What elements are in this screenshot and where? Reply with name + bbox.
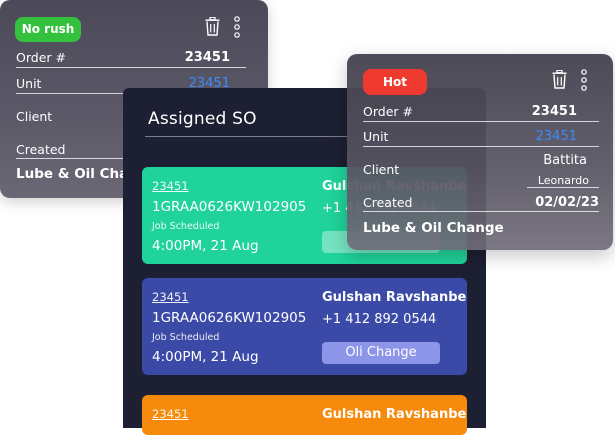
divider	[527, 187, 599, 188]
job-status: Job Scheduled	[152, 221, 220, 232]
customer-phone: +1 412 892 0544	[322, 312, 437, 327]
trash-icon[interactable]	[552, 70, 567, 89]
service-name: Lube & Oil Change	[363, 220, 504, 236]
customer-name: Gulshan Ravshanbek	[322, 407, 467, 422]
order-label: Order #	[363, 104, 413, 119]
vin: 1GRAA0626KW102905	[152, 310, 307, 326]
more-vertical-icon[interactable]	[234, 16, 240, 38]
priority-badge: Hot	[363, 69, 427, 95]
so-number-link[interactable]: 23451	[152, 407, 189, 421]
created-label: Created	[363, 195, 413, 210]
so-card[interactable]: 23451 1GRAA0626KW102905 Job Scheduled 4:…	[142, 278, 467, 375]
divider	[363, 146, 599, 147]
divider	[16, 67, 246, 68]
so-number-link[interactable]: 23451	[152, 179, 189, 193]
so-card[interactable]: 23451 Gulshan Ravshanbek	[142, 395, 467, 435]
client-last-name: Leonardo	[537, 174, 589, 187]
unit-label: Unit	[363, 129, 389, 144]
unit-link[interactable]: 23451	[188, 76, 230, 91]
vin: 1GRAA0626KW102905	[152, 199, 307, 215]
created-label: Created	[16, 142, 66, 157]
service-name: Lube & Oil Change	[16, 166, 157, 182]
trash-icon[interactable]	[205, 17, 220, 36]
client-label: Client	[363, 162, 400, 177]
so-number-link[interactable]: 23451	[152, 290, 189, 304]
created-date: 02/02/23	[535, 195, 599, 210]
priority-badge: No rush	[15, 17, 81, 42]
order-value: 23451	[531, 104, 577, 119]
order-label: Order #	[16, 50, 66, 65]
more-vertical-icon[interactable]	[581, 69, 587, 91]
unit-link[interactable]: 23451	[535, 129, 577, 144]
job-status: Job Scheduled	[152, 332, 220, 343]
scheduled-time: 4:00PM, 21 Aug	[152, 349, 259, 365]
divider	[145, 136, 355, 137]
scheduled-time: 4:00PM, 21 Aug	[152, 238, 259, 254]
divider	[363, 121, 599, 122]
client-first-name: Battita	[543, 153, 587, 168]
order-card-hot[interactable]: Hot Order # 23451 Unit 23451 Client Batt…	[347, 54, 613, 250]
unit-label: Unit	[16, 76, 42, 91]
divider	[363, 211, 599, 212]
service-button[interactable]: Oli Change	[322, 342, 440, 364]
client-label: Client	[16, 109, 53, 124]
panel-title: Assigned SO	[148, 109, 257, 129]
customer-name: Gulshan Ravshanbek	[322, 290, 467, 305]
order-value: 23451	[184, 50, 230, 65]
